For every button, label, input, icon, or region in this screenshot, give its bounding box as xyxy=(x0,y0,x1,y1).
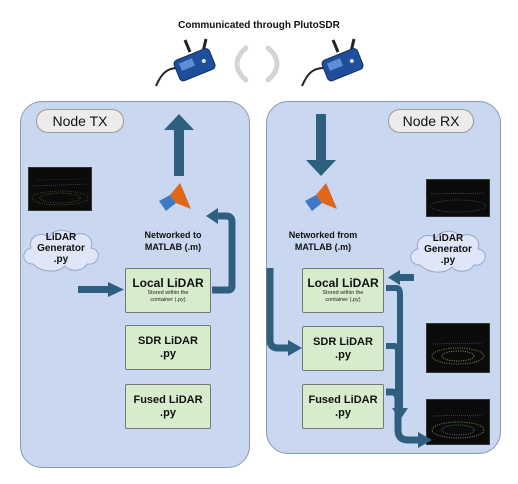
tx-sdr-lidar-box: SDR LiDAR .py xyxy=(125,325,211,370)
rx-local-lidar-title: Local LiDAR xyxy=(307,276,379,290)
lidar-scan-image xyxy=(426,179,490,217)
lidar-scan-image xyxy=(426,323,490,373)
matlab-logo-icon xyxy=(159,183,191,211)
rx-local-lidar-sub-1: Stored within the xyxy=(322,290,364,296)
tx-local-lidar-box: Local LiDAR Stored within the container … xyxy=(125,268,211,313)
cloud-icon xyxy=(23,229,99,272)
rx-generator-line-3: .py xyxy=(440,255,456,266)
rx-generator-label: LiDAR Generator .py xyxy=(411,233,485,266)
tx-sdr-lidar-title: SDR LiDAR xyxy=(138,335,198,347)
tx-local-lidar-sub-2: container (.py) xyxy=(150,297,186,303)
uplink-arrow xyxy=(164,114,194,176)
rx-fused-lidar-ext: .py xyxy=(335,407,351,419)
rx-fused-lidar-box: Fused LiDAR .py xyxy=(302,384,384,429)
tx-generator-label: LiDAR Generator .py xyxy=(24,232,98,265)
plutosdr-device-icon xyxy=(155,38,216,87)
tx-generator-line-1: LiDAR xyxy=(45,232,77,243)
node-rx-label: Node RX xyxy=(388,109,474,133)
plutosdr-device-icon xyxy=(301,38,364,87)
rx-fusion-arrows xyxy=(386,285,432,448)
tx-network-line-1: Networked to xyxy=(144,230,202,240)
rx-generator-to-local-arrow xyxy=(388,270,414,285)
tx-local-lidar-title: Local LiDAR xyxy=(132,276,204,290)
lidar-scan-image xyxy=(426,399,490,445)
tx-network-line-2: MATLAB (.m) xyxy=(144,242,202,252)
rx-sdr-lidar-title: SDR LiDAR xyxy=(313,336,373,348)
rx-local-lidar-sub-2: container (.py) xyxy=(325,297,361,303)
rx-fused-lidar-title: Fused LiDAR xyxy=(308,394,378,406)
diagram-caption: Communicated through PlutoSDR xyxy=(178,20,340,31)
downlink-arrow xyxy=(306,114,336,176)
tx-sdr-lidar-ext: .py xyxy=(160,348,176,360)
rx-matlab-to-sdr-arrow xyxy=(266,268,302,356)
rx-network-line-1: Networked from xyxy=(288,230,358,240)
rx-sdr-lidar-box: SDR LiDAR .py xyxy=(302,326,384,371)
tx-local-to-matlab-arrow xyxy=(206,208,236,294)
rx-network-line-2: MATLAB (.m) xyxy=(294,242,352,252)
matlab-logo-icon xyxy=(305,183,337,211)
tx-generator-line-3: .py xyxy=(53,254,69,265)
lidar-scan-image xyxy=(28,167,92,211)
rx-local-lidar-box: Local LiDAR Stored within the container … xyxy=(302,268,384,313)
wireless-signal-icon xyxy=(234,45,280,83)
node-tx-label: Node TX xyxy=(36,109,124,133)
tx-fused-lidar-ext: .py xyxy=(160,407,176,419)
tx-generator-to-local-arrow xyxy=(78,282,124,297)
cloud-icon xyxy=(410,230,486,273)
rx-generator-line-2: Generator xyxy=(424,244,472,255)
rx-sdr-lidar-ext: .py xyxy=(335,349,351,361)
tx-generator-line-2: Generator xyxy=(37,243,85,254)
tx-fused-lidar-box: Fused LiDAR .py xyxy=(125,384,211,429)
tx-local-lidar-sub-1: Stored within the xyxy=(147,290,189,296)
rx-generator-line-1: LiDAR xyxy=(432,233,464,244)
tx-fused-lidar-title: Fused LiDAR xyxy=(133,394,203,406)
rx-network-label: Networked from MATLAB (.m) xyxy=(275,229,371,253)
tx-network-label: Networked to MATLAB (.m) xyxy=(126,229,220,253)
